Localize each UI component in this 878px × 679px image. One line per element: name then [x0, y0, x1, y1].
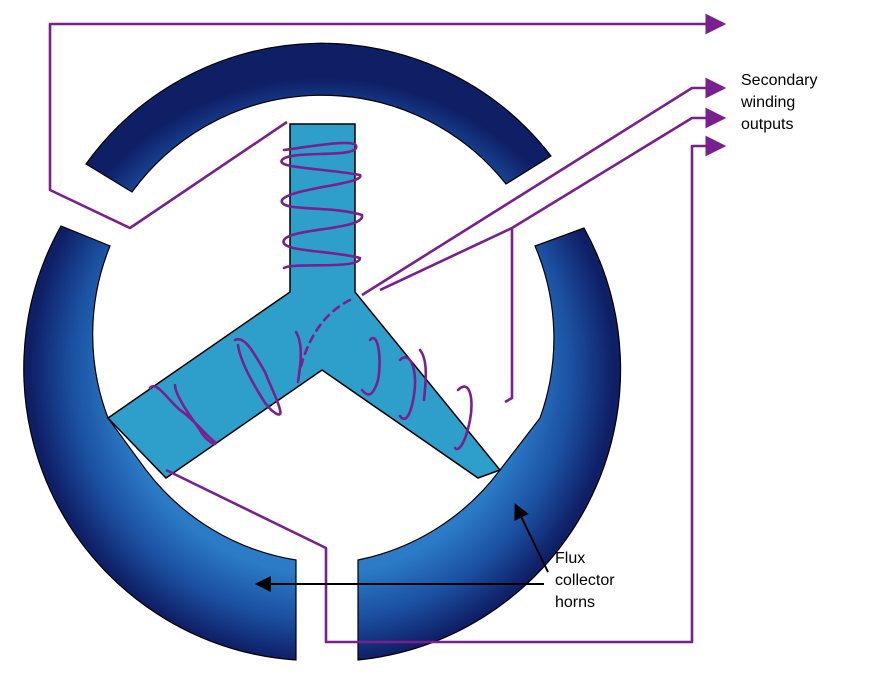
- ring-segment-top: [85, 42, 552, 193]
- secondary-label-line-3: outputs: [741, 116, 793, 133]
- winding-hidden-dashed: [298, 298, 352, 372]
- winding-coil-top: [280, 141, 364, 270]
- core-y-shape: [106, 123, 502, 479]
- output-leads: [48, 13, 727, 644]
- output-lead-4: [165, 135, 727, 644]
- callout-arrows: [254, 503, 549, 592]
- secondary-label-line-2: winding: [740, 94, 795, 111]
- secondary-winding-label: Secondary winding outputs: [740, 72, 818, 133]
- output-lead-3: [379, 118, 722, 404]
- flux-label-line-2: collector: [555, 572, 615, 589]
- secondary-label-line-1: Secondary: [741, 72, 818, 89]
- flux-label-line-1: Flux: [555, 550, 585, 567]
- flux-collector-label: Flux collector horns: [555, 550, 615, 611]
- windings: [148, 141, 473, 451]
- callout-arrow-right-horn: [514, 503, 549, 573]
- flux-label-line-3: horns: [555, 594, 595, 611]
- transformer-core: [106, 123, 502, 479]
- winding-coil-left: [148, 330, 303, 446]
- ring-segment-left: [23, 225, 297, 661]
- flux-collector-ring: [23, 42, 622, 661]
- output-lead-1: [48, 13, 727, 230]
- winding-coil-right: [360, 336, 473, 451]
- output-lead-2: [361, 77, 727, 297]
- ring-segment-right: [357, 227, 622, 661]
